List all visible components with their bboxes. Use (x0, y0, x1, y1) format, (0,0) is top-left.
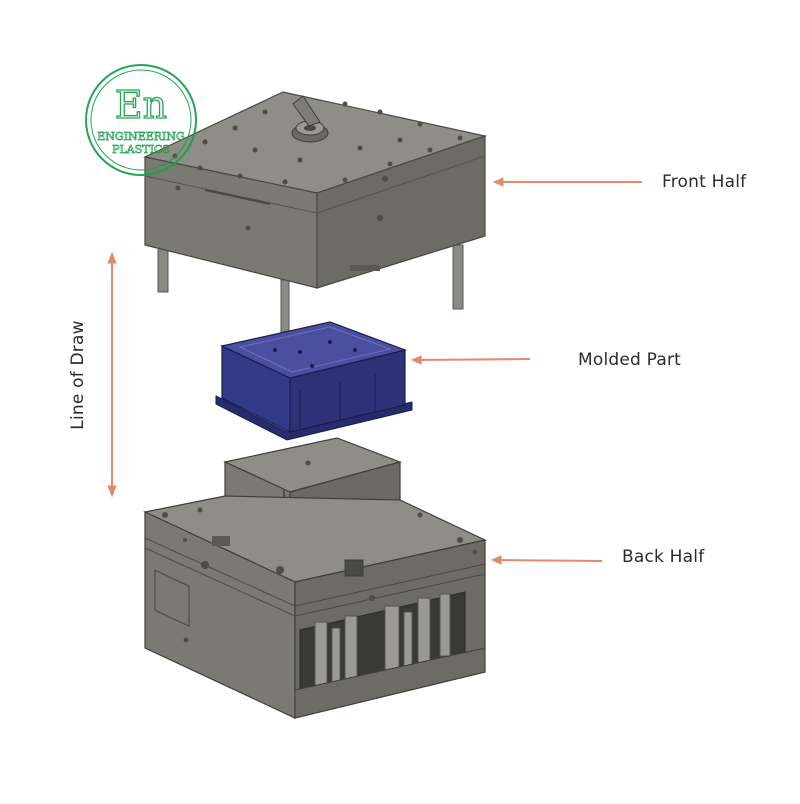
arrow-left-icon (410, 355, 531, 365)
front-half-label: Front Half (662, 172, 747, 192)
molded-part (215, 321, 413, 441)
logo-text-line2: PLASTICS (112, 143, 170, 156)
engineering-plastics-logo: En ENGINEERING PLASTICS (85, 64, 197, 176)
double-arrow-vertical-icon (107, 251, 117, 498)
front-half-mold (143, 91, 488, 353)
arrow-left-icon (492, 177, 642, 187)
back-half-mold (143, 437, 487, 719)
molded-part-label: Molded Part (578, 350, 681, 370)
arrow-left-icon (490, 555, 603, 565)
logo-mark: En (115, 83, 167, 127)
line-of-draw-label: Line of Draw (68, 320, 88, 430)
logo-text-line1: ENGINEERING (97, 130, 185, 143)
sprue-bushing (291, 95, 329, 143)
back-half-label: Back Half (622, 547, 705, 567)
ejector-housing (294, 591, 486, 719)
